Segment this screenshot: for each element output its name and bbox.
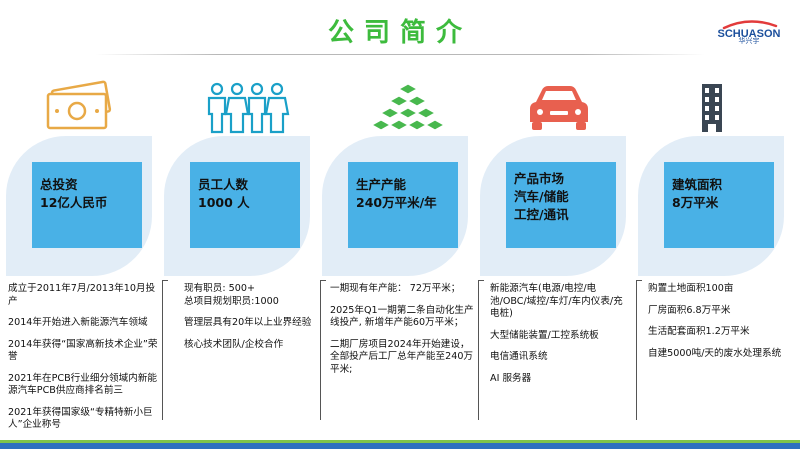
building-list: 购置土地面积100亩 厂房面积6.8万平米 生活配套面积1.2万平米 自建500…	[648, 283, 792, 369]
card-heading: 总投资	[40, 177, 78, 192]
people-icon	[207, 82, 290, 134]
card-value: 工控/通讯	[514, 207, 569, 222]
column-investment: 总投资 12亿人民币 成立于2011年7月/2013年10月投产 2014年开始…	[4, 0, 157, 449]
list-item: AI 服务器	[490, 372, 532, 384]
markets-list: 新能源汽车(电源/电控/电池/OBC/域控/车灯/车内仪表/充电桩) 大型储能装…	[490, 283, 630, 394]
building-card: 建筑面积 8万平米	[664, 162, 774, 248]
list-item: 新能源汽车(电源/电控/电池/OBC/域控/车灯/车内仪表/充电桩)	[490, 283, 623, 319]
column-markets: 产品市场 汽车/储能 工控/通讯 新能源汽车(电源/电控/电池/OBC/域控/车…	[478, 0, 626, 449]
list-item: 电信通讯系统	[490, 351, 548, 362]
list-item: 一期现有年产能： 72万平米；	[330, 283, 461, 294]
employees-card: 员工人数 1000 人	[190, 162, 300, 248]
divider-tick	[162, 280, 168, 281]
card-value: 8万平米	[672, 195, 719, 210]
list-item: 自建5000吨/天的废水处理系统	[648, 347, 782, 359]
markets-card: 产品市场 汽车/储能 工控/通讯	[506, 162, 616, 248]
list-item: 厂房面积6.8万平米	[648, 304, 731, 316]
list-item: 二期厂房项目2024年开始建设，全部投产后工厂总年产能至240万平米;	[330, 338, 474, 375]
title-divider	[95, 54, 705, 55]
list-item: 2025年Q1一期第二条自动化生产线投产, 新增年产能60万平米；	[330, 304, 474, 329]
company-logo: SCHUASON	[718, 20, 781, 40]
footer-bar	[0, 443, 800, 449]
investment-card: 总投资 12亿人民币	[32, 162, 142, 248]
list-item: 2014年获得“国家高新技术企业”荣誉	[8, 338, 158, 363]
investment-list: 成立于2011年7月/2013年10月投产 2014年开始进入新能源汽车领域 2…	[8, 283, 158, 441]
list-item: 2021年获得国家级“专精特新小巨人”企业称号	[8, 406, 153, 431]
card-heading: 产品市场	[514, 171, 565, 186]
divider-tick	[636, 280, 642, 281]
capacity-list: 一期现有年产能： 72万平米； 2025年Q1一期第二条自动化生产线投产, 新增…	[330, 283, 474, 385]
card-value: 汽车/储能	[514, 189, 569, 204]
divider-tick	[320, 280, 326, 281]
list-item: 管理层具有20年以上业界经验	[184, 317, 312, 328]
divider-line	[162, 280, 163, 420]
card-value: 1000 人	[198, 195, 250, 210]
card-heading: 建筑面积	[672, 177, 723, 192]
card-heading: 员工人数	[198, 177, 249, 192]
footer-accent	[0, 440, 800, 443]
list-item: 成立于2011年7月/2013年10月投产	[8, 283, 156, 307]
divider-tick	[478, 280, 484, 281]
logo-text: SCHUASON	[718, 28, 781, 40]
car-icon	[530, 86, 588, 130]
divider-line	[320, 280, 321, 420]
cubes-icon	[370, 83, 446, 131]
column-employees: 员工人数 1000 人 现有职员: 500+ 总项目规划职员:1000 管理层具…	[162, 0, 311, 449]
card-heading: 生产产能	[356, 177, 407, 192]
list-item: 2021年在PCB行业细分领域内新能源汽车PCB供应商排名前三	[8, 372, 158, 397]
column-building: 建筑面积 8万平米 购置土地面积100亩 厂房面积6.8万平米 生活配套面积1.…	[636, 0, 784, 449]
logo-subtitle: 华兴宇	[738, 37, 760, 45]
list-item: 购置土地面积100亩	[648, 283, 734, 294]
divider-line	[636, 280, 637, 420]
capacity-card: 生产产能 240万平米/年	[348, 162, 458, 248]
column-capacity: 生产产能 240万平米/年 一期现有年产能： 72万平米； 2025年Q1一期第…	[320, 0, 474, 449]
list-item: 现有职员: 500+ 总项目规划职员:1000	[184, 283, 279, 307]
list-item: 2014年开始进入新能源汽车领域	[8, 317, 148, 328]
card-value: 240万平米/年	[356, 195, 437, 210]
building-icon	[702, 84, 722, 132]
list-item: 大型储能装置/工控系统板	[490, 329, 599, 341]
money-icon	[46, 80, 112, 130]
list-item: 生活配套面积1.2万平米	[648, 326, 750, 337]
card-value: 12亿人民币	[40, 195, 108, 210]
divider-line	[478, 280, 479, 420]
employees-list: 现有职员: 500+ 总项目规划职员:1000 管理层具有20年以上业界经验 核…	[184, 283, 334, 360]
page-title: 公司简介	[327, 18, 472, 48]
list-item: 核心技术团队/企校合作	[184, 338, 284, 350]
